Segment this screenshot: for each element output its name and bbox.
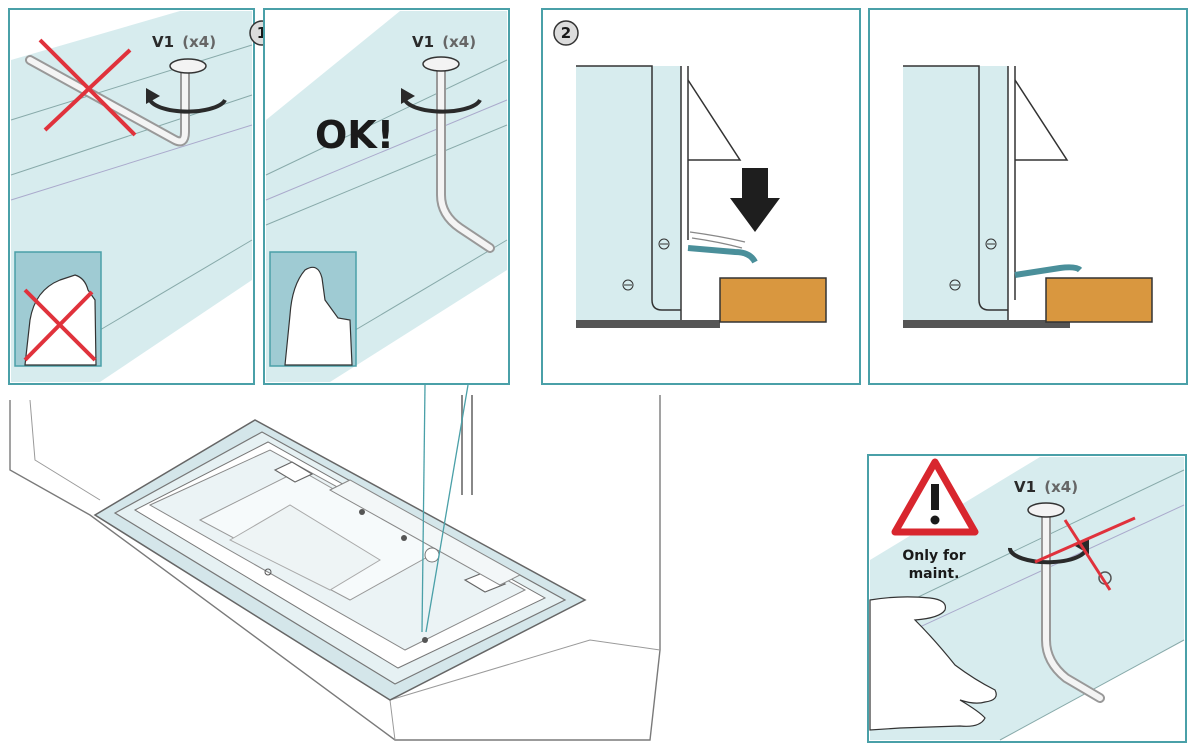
ok-label: OK! — [315, 113, 394, 157]
panel-step2-installed — [868, 8, 1188, 385]
red-cross-icon — [38, 38, 137, 137]
warning-text-line1: Only for — [902, 548, 965, 564]
svg-text:2: 2 — [561, 24, 571, 42]
warning-text-line2: maint. — [909, 566, 960, 582]
svg-text:V1 (x4): V1 (x4) — [412, 33, 476, 51]
panel-correct-key: V1 (x4) OK! — [263, 8, 510, 385]
flexed-arm-icon — [284, 266, 353, 366]
svg-text:V1 (x4): V1 (x4) — [1014, 478, 1078, 496]
inset-arm-correct — [269, 251, 357, 367]
svg-text:1: 1 — [257, 24, 267, 42]
panel-maintenance: V1 (x4) Only for maint. — [867, 454, 1187, 743]
screw-label-v1: V1 — [1014, 478, 1036, 496]
screw-label-v1: V1 — [152, 33, 174, 51]
screw-quantity: (x4) — [442, 33, 476, 51]
wood-board — [719, 277, 827, 323]
screw-label-v1: V1 — [412, 33, 434, 51]
inset-strong-arm-wrong — [14, 251, 102, 367]
svg-text:V1 (x4): V1 (x4) — [152, 33, 216, 51]
red-cross-icon — [1034, 516, 1136, 591]
wood-board — [1045, 277, 1153, 323]
step-badge-2: 2 — [553, 20, 579, 46]
hand-icon — [869, 596, 997, 731]
warning-triangle-icon — [891, 458, 979, 536]
down-arrow-icon — [730, 168, 780, 232]
rotation-arrow-icon — [146, 88, 227, 114]
panel-step2-lowering: 2 — [541, 8, 861, 385]
screw-quantity: (x4) — [1044, 478, 1078, 496]
screw-quantity: (x4) — [182, 33, 216, 51]
hood-overview — [9, 384, 661, 741]
rotation-arrow-icon — [401, 88, 482, 114]
panel-wrong-key: V1 (x4) 1 — [8, 8, 275, 385]
